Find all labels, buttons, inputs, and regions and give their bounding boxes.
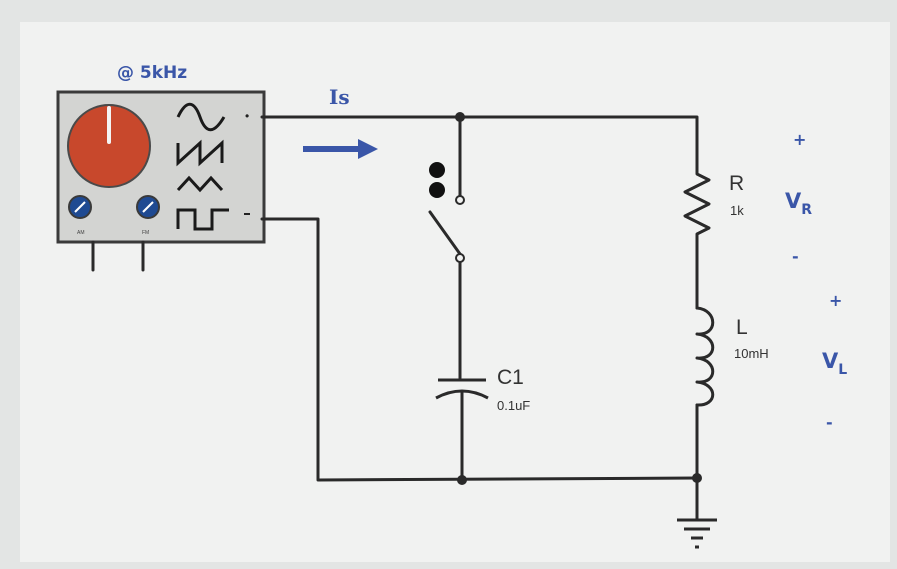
resistor-name: R	[729, 172, 744, 195]
fm-knob-label: FM	[142, 230, 149, 236]
vl-annotation: + VL -	[822, 291, 847, 432]
capacitor-name: C1	[497, 366, 524, 389]
vr-minus: -	[792, 247, 799, 266]
switch-pivot	[455, 253, 465, 263]
resistor-value: 1k	[730, 203, 744, 218]
capacitor-value: 0.1uF	[497, 398, 530, 413]
junction-node	[455, 112, 465, 122]
sawtooth-wave-icon	[176, 139, 224, 167]
switch	[428, 156, 465, 263]
switch-contact-dot	[429, 162, 445, 178]
switch-contact-dot	[429, 182, 445, 198]
capacitor: C1 0.1uF	[435, 366, 530, 413]
am-knob-label: AM	[77, 230, 85, 236]
bottom-wire	[260, 217, 699, 482]
fm-knob-pointer	[142, 201, 154, 213]
vr-annotation: + VR -	[785, 130, 812, 266]
switch-pivot	[455, 195, 465, 205]
junction-node	[692, 473, 702, 483]
vl-plus: +	[829, 291, 842, 310]
current-arrow-icon	[303, 139, 378, 159]
vl-minus: -	[826, 413, 833, 432]
vl-symbol: VL	[822, 349, 847, 378]
ground-icon	[677, 518, 717, 549]
capacitor-curved-plate	[435, 389, 489, 400]
inductor-value: 10mH	[734, 346, 769, 361]
amplitude-knob-icon	[67, 104, 151, 188]
resistor: R 1k	[683, 166, 744, 240]
vr-symbol: VR	[785, 189, 812, 218]
inductor: L 10mH	[695, 306, 769, 407]
function-generator: @ 5kHz AM FM •	[56, 63, 266, 272]
switch-blade	[428, 210, 462, 256]
wires	[260, 112, 702, 522]
top-wire	[260, 115, 699, 170]
inductor-name: L	[736, 316, 748, 339]
triangle-wave-icon	[176, 175, 224, 193]
current-label: Is	[329, 85, 350, 109]
inductor-coil	[695, 306, 715, 407]
sine-wave-icon	[176, 102, 226, 132]
vr-plus: +	[793, 130, 806, 149]
am-knob-pointer	[74, 201, 86, 213]
positive-terminal: •	[245, 109, 249, 123]
frequency-label: @ 5kHz	[117, 63, 187, 83]
square-wave-icon	[176, 208, 229, 231]
resistor-zigzag	[683, 166, 711, 240]
junction-node	[457, 475, 467, 485]
